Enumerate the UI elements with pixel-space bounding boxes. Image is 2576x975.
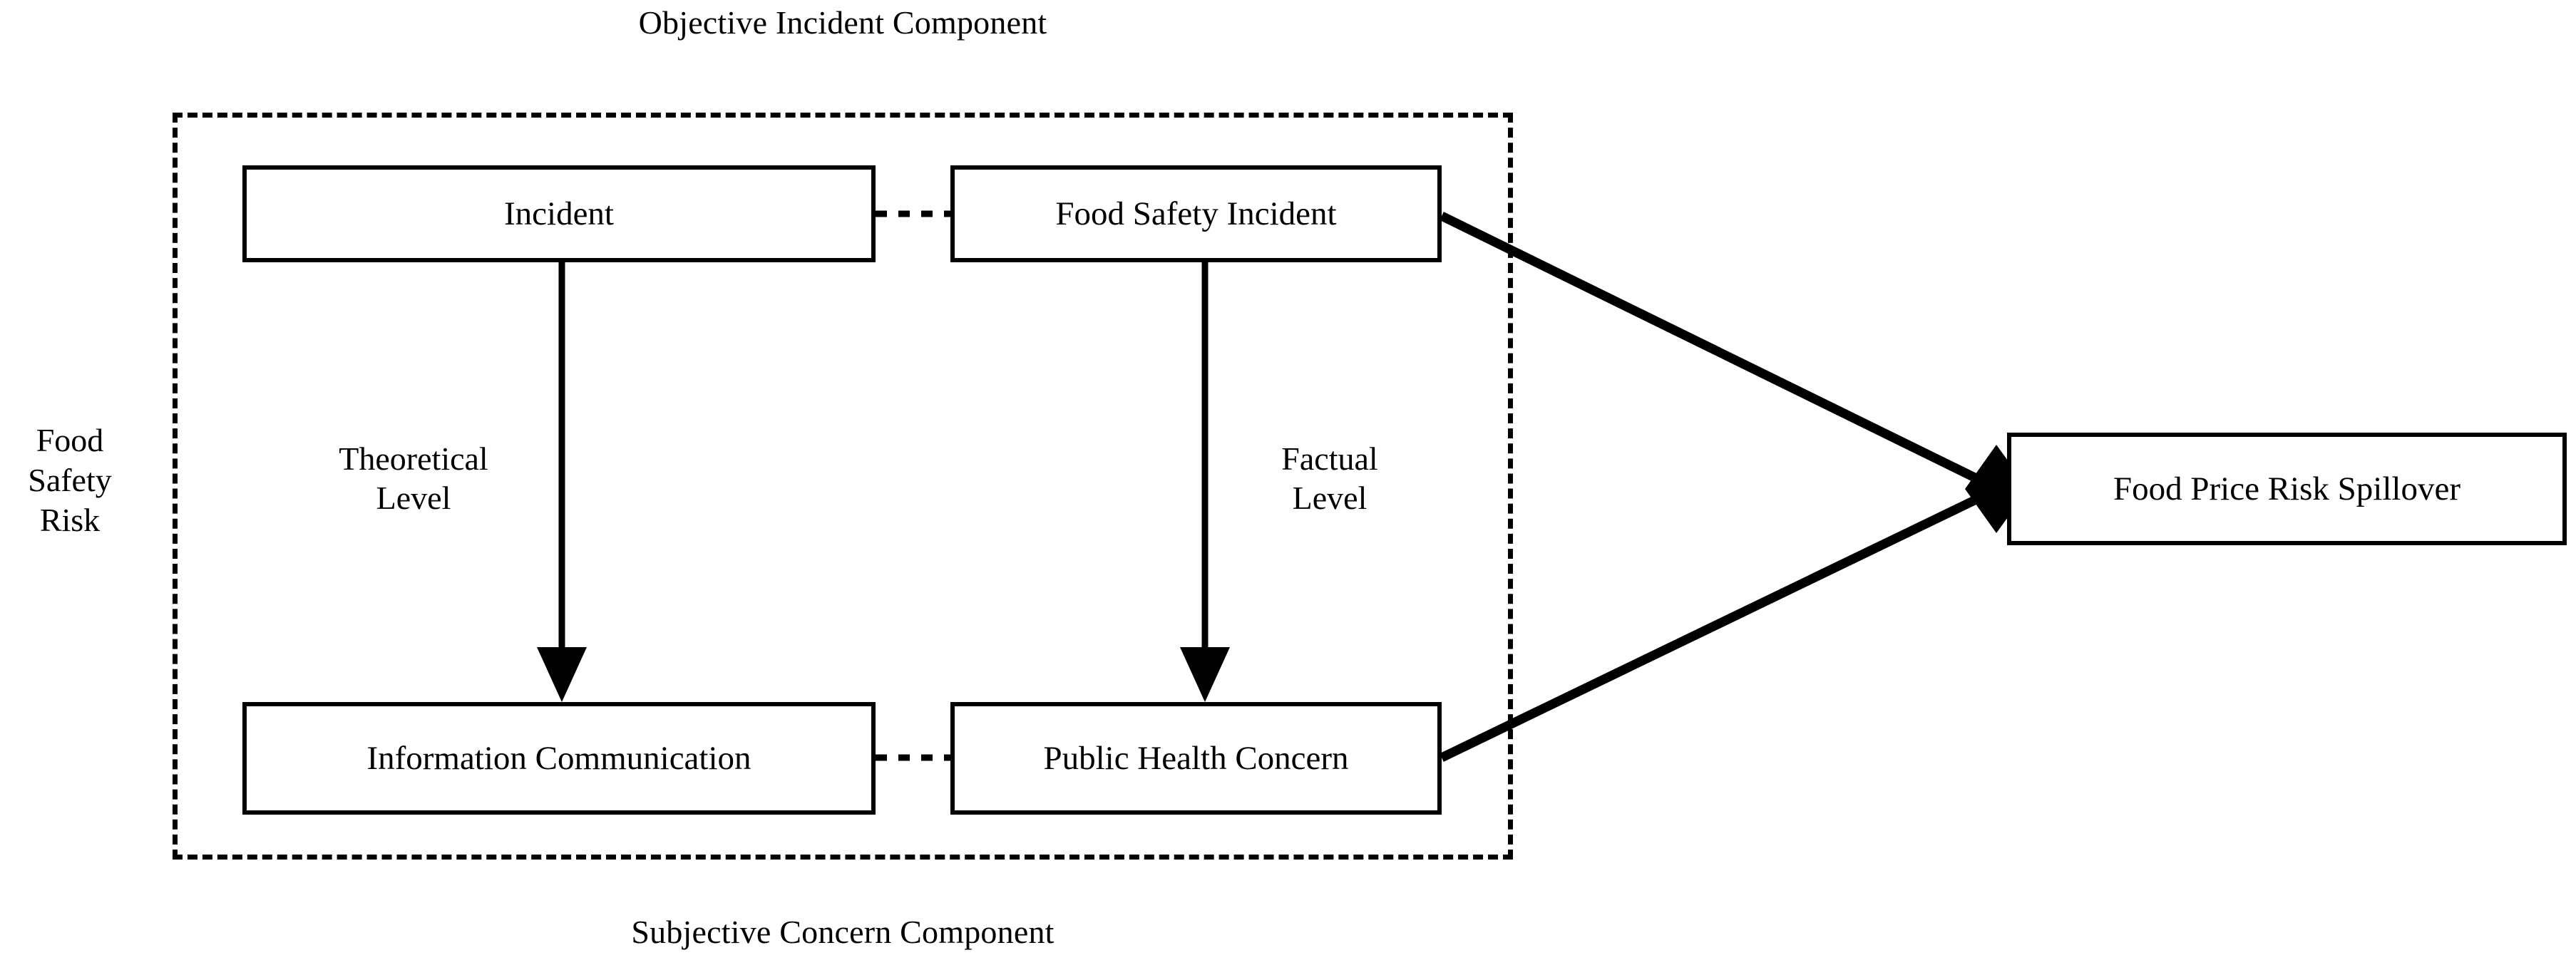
node-information-communication-label: Information Communication (366, 740, 751, 777)
arrowhead-diamond-spillover (1965, 445, 2028, 533)
node-food-price-risk-spillover-label: Food Price Risk Spillover (2113, 470, 2460, 507)
node-food-safety-incident-label: Food Safety Incident (1055, 195, 1337, 232)
node-food-safety-incident[interactable]: Food Safety Incident (950, 165, 1442, 262)
theoretical-level-label: Theoretical Level (339, 440, 488, 517)
node-information-communication[interactable]: Information Communication (242, 702, 876, 815)
arrow-food-safety-incident-to-spillover (1440, 212, 1991, 489)
arrowhead-down-left (537, 647, 587, 702)
dashed-component-boundary (173, 113, 1513, 860)
node-public-health-concern-label: Public Health Concern (1043, 740, 1349, 777)
node-food-price-risk-spillover[interactable]: Food Price Risk Spillover (2007, 433, 2567, 545)
food-safety-risk-side-label: Food Safety Risk (28, 422, 112, 539)
arrow-public-health-concern-to-spillover (1440, 489, 1991, 762)
node-incident[interactable]: Incident (242, 165, 876, 262)
subjective-concern-component-caption: Subjective Concern Component (631, 914, 1054, 950)
arrowhead-down-right (1180, 647, 1230, 702)
factual-level-label: Factual Level (1281, 440, 1378, 517)
node-public-health-concern[interactable]: Public Health Concern (950, 702, 1442, 815)
objective-incident-component-caption: Objective Incident Component (638, 4, 1047, 41)
node-incident-label: Incident (504, 195, 614, 232)
